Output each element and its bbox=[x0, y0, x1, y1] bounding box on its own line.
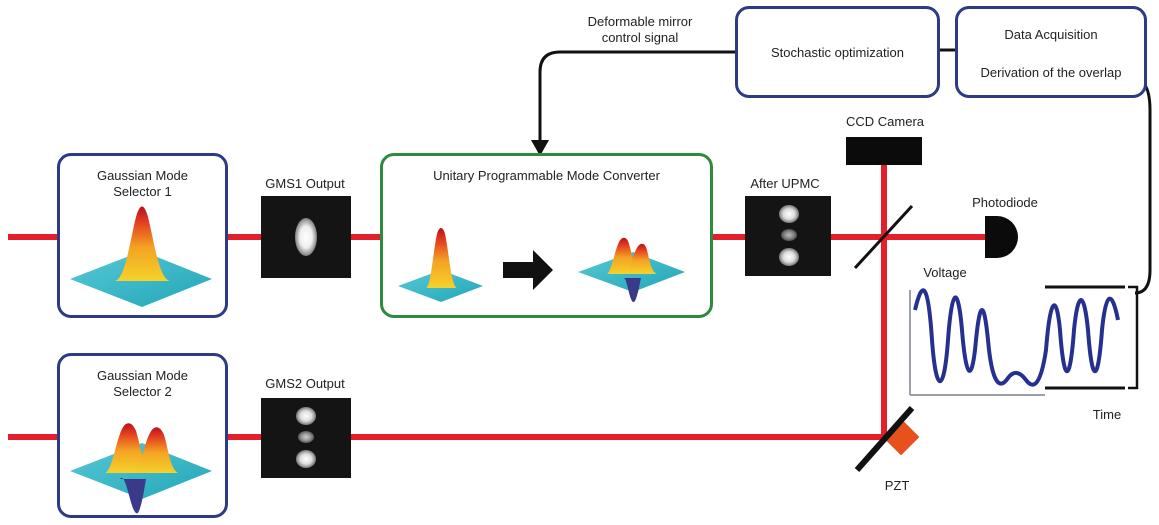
voltage-label: Voltage bbox=[923, 265, 967, 280]
ccd-camera-icon bbox=[846, 137, 922, 165]
gaussian-mode-icon bbox=[70, 206, 212, 307]
beam-splitter-icon bbox=[853, 204, 914, 270]
voltage-trace bbox=[913, 288, 1120, 387]
mode-conversion-illustration bbox=[398, 228, 685, 303]
beam-spot-top bbox=[779, 205, 799, 223]
dm-signal-arrowhead bbox=[531, 140, 549, 156]
arrow-right-icon bbox=[503, 250, 553, 290]
gms2-label: Gaussian Mode Selector 2 bbox=[96, 368, 189, 399]
trace-bracket bbox=[1128, 285, 1139, 390]
gms2-box: Gaussian Mode Selector 2 bbox=[57, 353, 228, 518]
daq-box: Data Acquisition Derivation of the overl… bbox=[955, 6, 1147, 98]
beam-spot-bottom bbox=[779, 248, 799, 266]
ccd-camera-label: CCD Camera bbox=[845, 114, 924, 129]
voltage-trace-plot bbox=[909, 285, 1139, 396]
gms1-label: Gaussian Mode Selector 1 bbox=[96, 168, 189, 199]
output-hermite-icon bbox=[578, 237, 685, 303]
after-upmc-label: After UPMC bbox=[750, 176, 820, 191]
beam-spot-middle bbox=[298, 431, 314, 443]
hermite-gaussian-mode-icon bbox=[70, 423, 212, 514]
after-upmc-image bbox=[745, 196, 831, 276]
pzt-label: PZT bbox=[884, 478, 910, 493]
gms1-output-image bbox=[261, 196, 351, 278]
gms2-output-label: GMS2 Output bbox=[265, 376, 345, 391]
time-label: Time bbox=[1092, 407, 1122, 422]
mirror-icon bbox=[854, 406, 915, 472]
stochastic-box: Stochastic optimization bbox=[735, 6, 940, 98]
dm-signal-label: Deformable mirror control signal bbox=[587, 14, 693, 45]
upmc-label: Unitary Programmable Mode Converter bbox=[433, 168, 660, 183]
beam-spot-top bbox=[296, 407, 316, 425]
beam-spot-bottom bbox=[296, 450, 316, 468]
daq-label-line2: Derivation of the overlap bbox=[980, 65, 1122, 80]
upmc-box: Unitary Programmable Mode Converter bbox=[380, 153, 713, 318]
gms1-output-label: GMS1 Output bbox=[265, 176, 345, 191]
daq-label-line1: Data Acquisition bbox=[1004, 27, 1098, 42]
gms2-output-image bbox=[261, 398, 351, 478]
daq-feedback-path bbox=[1134, 78, 1152, 295]
stochastic-label: Stochastic optimization bbox=[771, 45, 904, 60]
photodiode-icon bbox=[985, 216, 1018, 258]
photodiode-label: Photodiode bbox=[972, 195, 1038, 210]
input-gaussian-icon bbox=[398, 228, 483, 302]
beam-spot-middle bbox=[781, 229, 797, 241]
gms1-box: Gaussian Mode Selector 1 bbox=[57, 153, 228, 318]
dm-signal-path bbox=[538, 50, 735, 142]
beam-spot bbox=[295, 218, 317, 256]
